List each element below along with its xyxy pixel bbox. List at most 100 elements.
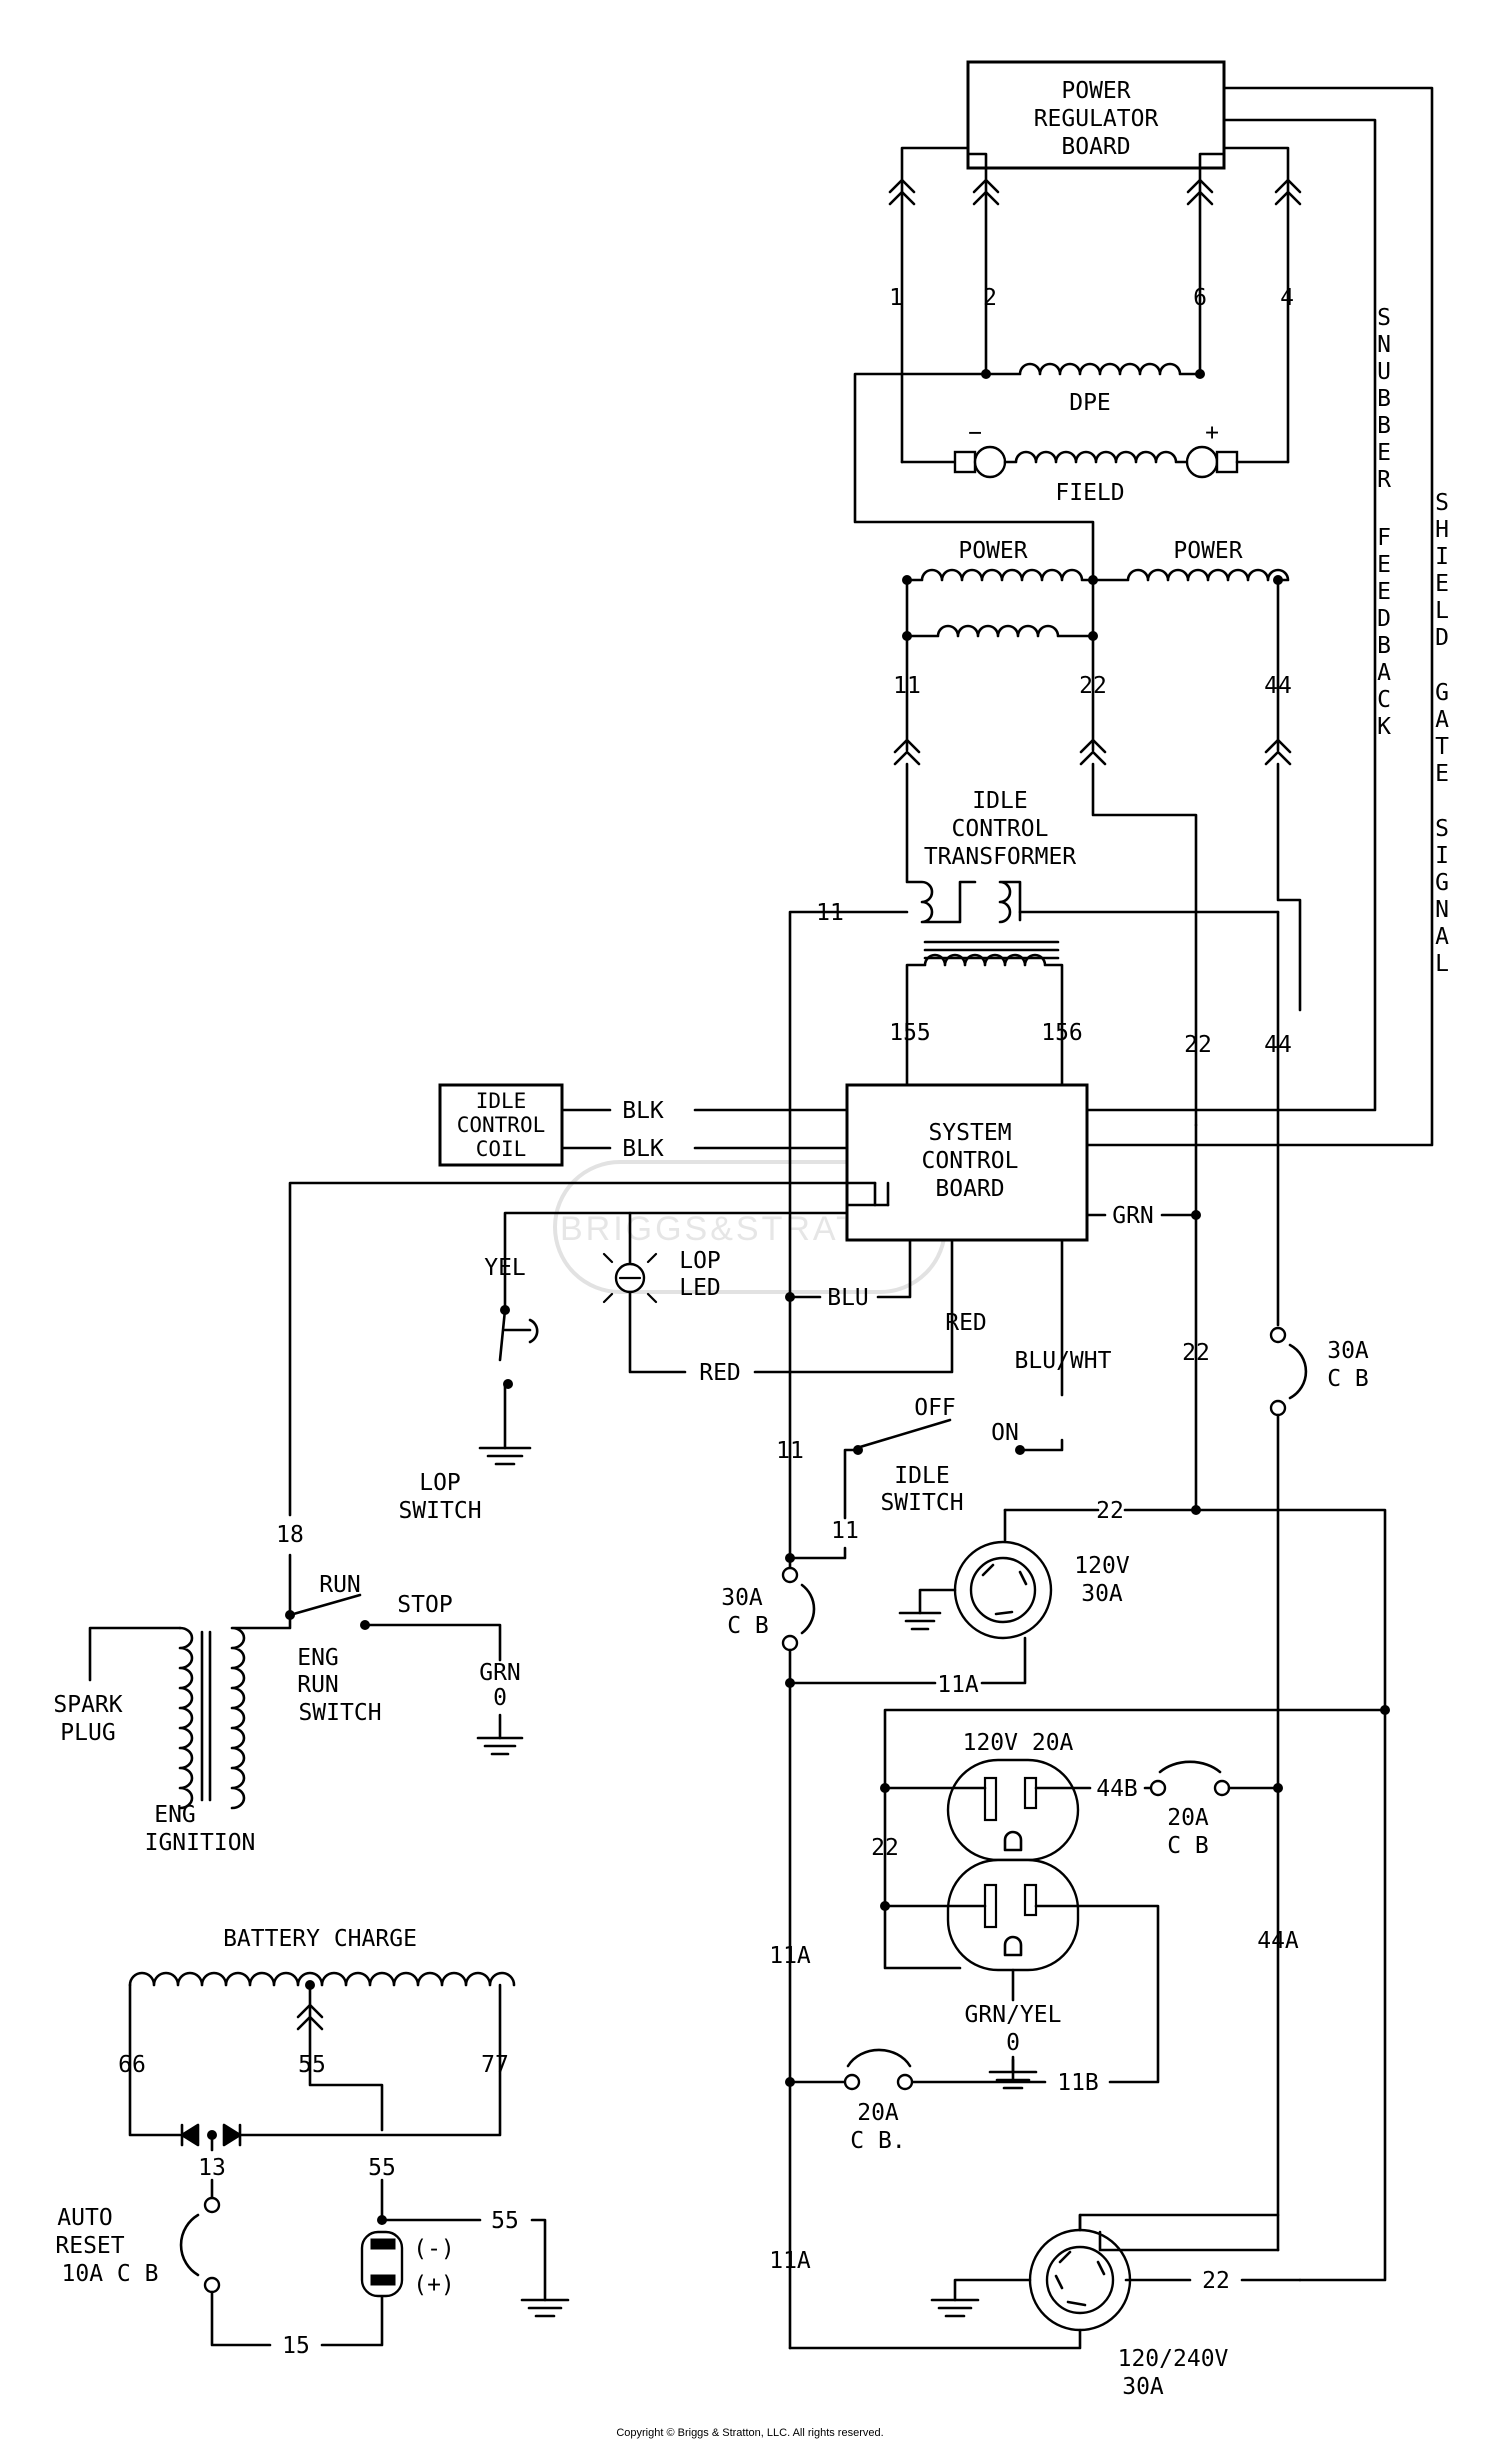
svg-text:30A: 30A — [1122, 2374, 1164, 2400]
svg-text:−: − — [968, 420, 982, 446]
cb-20a-bottom: 20A C B. — [785, 2048, 914, 2154]
svg-text:E: E — [1377, 579, 1391, 605]
svg-text:BLK: BLK — [622, 1136, 664, 1162]
svg-text:22: 22 — [1182, 1340, 1210, 1366]
svg-text:N: N — [1435, 897, 1449, 923]
svg-text:RUN: RUN — [297, 1672, 339, 1698]
svg-text:T: T — [1435, 734, 1449, 760]
svg-text:18: 18 — [276, 1522, 304, 1548]
svg-text:30A: 30A — [1327, 1338, 1369, 1364]
board-contacts — [288, 1181, 890, 1517]
svg-text:COIL: COIL — [476, 1137, 527, 1161]
svg-text:0: 0 — [493, 1685, 507, 1711]
svg-text:N: N — [1377, 332, 1391, 358]
svg-text:SYSTEM: SYSTEM — [928, 1120, 1011, 1146]
idle-switch: BLU/WHT OFF ON IDLE SWITCH 11 11 — [776, 1238, 1112, 1560]
svg-text:I: I — [1435, 843, 1449, 869]
ground-grn-yel — [988, 2055, 1038, 2090]
svg-text:ENG: ENG — [297, 1645, 339, 1671]
svg-text:22: 22 — [1184, 1032, 1212, 1058]
svg-text:G: G — [1435, 870, 1449, 896]
receptacle-120v-20a-duplex: 120V 20A 22 44B 11B GRN/YEL 0 — [871, 1705, 1390, 2096]
regulator-leads: 1 2 6 4 — [888, 146, 1302, 464]
svg-text:POWER: POWER — [958, 538, 1027, 564]
svg-text:GRN: GRN — [1112, 1203, 1154, 1229]
svg-text:C: C — [1377, 687, 1391, 713]
wires-22-44: 22 44 — [1184, 910, 1292, 1512]
svg-text:A: A — [1377, 660, 1391, 686]
lop-led: LOP LED RED RED — [602, 1211, 987, 1386]
svg-text:B: B — [1377, 413, 1391, 439]
power-windings: POWER POWER 11 22 44 — [893, 538, 1292, 766]
svg-text:S: S — [1377, 305, 1391, 331]
svg-text:D: D — [1377, 606, 1391, 632]
svg-text:C B: C B — [1167, 1833, 1209, 1859]
svg-text:L: L — [1435, 598, 1449, 624]
snubber-feedback-signal: S N U B B E R F E E D B A C K — [1085, 118, 1391, 1112]
eng-run-switch: 18 RUN STOP GRN 0 ENG RUN SWITCH — [276, 1522, 524, 1756]
svg-text:I: I — [1435, 544, 1449, 570]
svg-text:OFF: OFF — [914, 1395, 956, 1421]
svg-text:ON: ON — [991, 1420, 1019, 1446]
svg-text:H: H — [1435, 517, 1449, 543]
svg-text:RESET: RESET — [55, 2233, 124, 2259]
svg-text:U: U — [1377, 359, 1391, 385]
svg-text:22: 22 — [871, 1835, 899, 1861]
svg-text:13: 13 — [198, 2155, 226, 2181]
svg-text:RUN: RUN — [319, 1572, 361, 1598]
svg-text:BATTERY CHARGE: BATTERY CHARGE — [223, 1926, 417, 1952]
svg-text:YEL: YEL — [484, 1255, 526, 1281]
svg-text:4: 4 — [1280, 285, 1294, 311]
svg-text:IDLE: IDLE — [894, 1463, 949, 1489]
svg-text:C B.: C B. — [850, 2128, 905, 2154]
svg-text:2: 2 — [983, 285, 997, 311]
svg-text:E: E — [1377, 552, 1391, 578]
svg-text:120V: 120V — [1074, 1553, 1130, 1579]
svg-text:SPARK: SPARK — [53, 1692, 122, 1718]
svg-text:E: E — [1377, 440, 1391, 466]
svg-text:E: E — [1435, 761, 1449, 787]
svg-text:A: A — [1435, 924, 1449, 950]
cb-30a-left: 30A C B — [721, 1553, 816, 2350]
svg-text:20A: 20A — [857, 2100, 899, 2126]
svg-text:R: R — [1377, 467, 1391, 493]
svg-text:POWER: POWER — [1173, 538, 1242, 564]
receptacle-120-240v-30a: 22 120/240V 30A — [788, 2215, 1302, 2400]
svg-text:(-): (-) — [413, 2236, 455, 2262]
svg-text:C B: C B — [727, 1613, 769, 1639]
svg-text:15: 15 — [282, 2333, 310, 2359]
wire-44a-to-240 — [1078, 2213, 1280, 2232]
svg-text:44A: 44A — [1257, 1928, 1299, 1954]
svg-text:LOP: LOP — [679, 1248, 721, 1274]
svg-text:1: 1 — [889, 285, 903, 311]
svg-text:L: L — [1435, 951, 1449, 977]
svg-text:IDLE: IDLE — [476, 1089, 527, 1113]
svg-text:CONTROL: CONTROL — [457, 1113, 546, 1137]
svg-text:B: B — [1377, 633, 1391, 659]
svg-text:22: 22 — [1096, 1498, 1124, 1524]
svg-text:D: D — [1435, 625, 1449, 651]
svg-text:11: 11 — [893, 673, 921, 699]
idle-control-coil: IDLE CONTROL COIL BLK BLK — [438, 1083, 849, 1167]
svg-text:+: + — [1205, 420, 1219, 446]
svg-text:AUTO: AUTO — [57, 2205, 112, 2231]
svg-text:44B: 44B — [1096, 1776, 1138, 1802]
svg-text:11A: 11A — [769, 1943, 811, 1969]
svg-text:SWITCH: SWITCH — [398, 1498, 481, 1524]
svg-text:20A: 20A — [1167, 1805, 1209, 1831]
svg-text:IGNITION: IGNITION — [145, 1830, 256, 1856]
svg-text:GRN/YEL: GRN/YEL — [965, 2002, 1062, 2028]
svg-text:120V 20A: 120V 20A — [963, 1730, 1074, 1756]
svg-text:30A: 30A — [721, 1585, 763, 1611]
svg-text:LOP: LOP — [419, 1470, 461, 1496]
svg-text:55: 55 — [298, 2052, 326, 2078]
svg-text:44: 44 — [1264, 673, 1292, 699]
receptacle-120v-30a: 22 11A 120V 30A — [785, 1498, 1387, 2282]
svg-text:POWER: POWER — [1061, 78, 1130, 104]
svg-text:S: S — [1435, 490, 1449, 516]
svg-text:77: 77 — [481, 2052, 509, 2078]
copyright: Copyright © Briggs & Stratton, LLC. All … — [616, 2427, 883, 2439]
svg-text:BLU: BLU — [827, 1285, 869, 1311]
svg-text:11B: 11B — [1057, 2070, 1099, 2096]
